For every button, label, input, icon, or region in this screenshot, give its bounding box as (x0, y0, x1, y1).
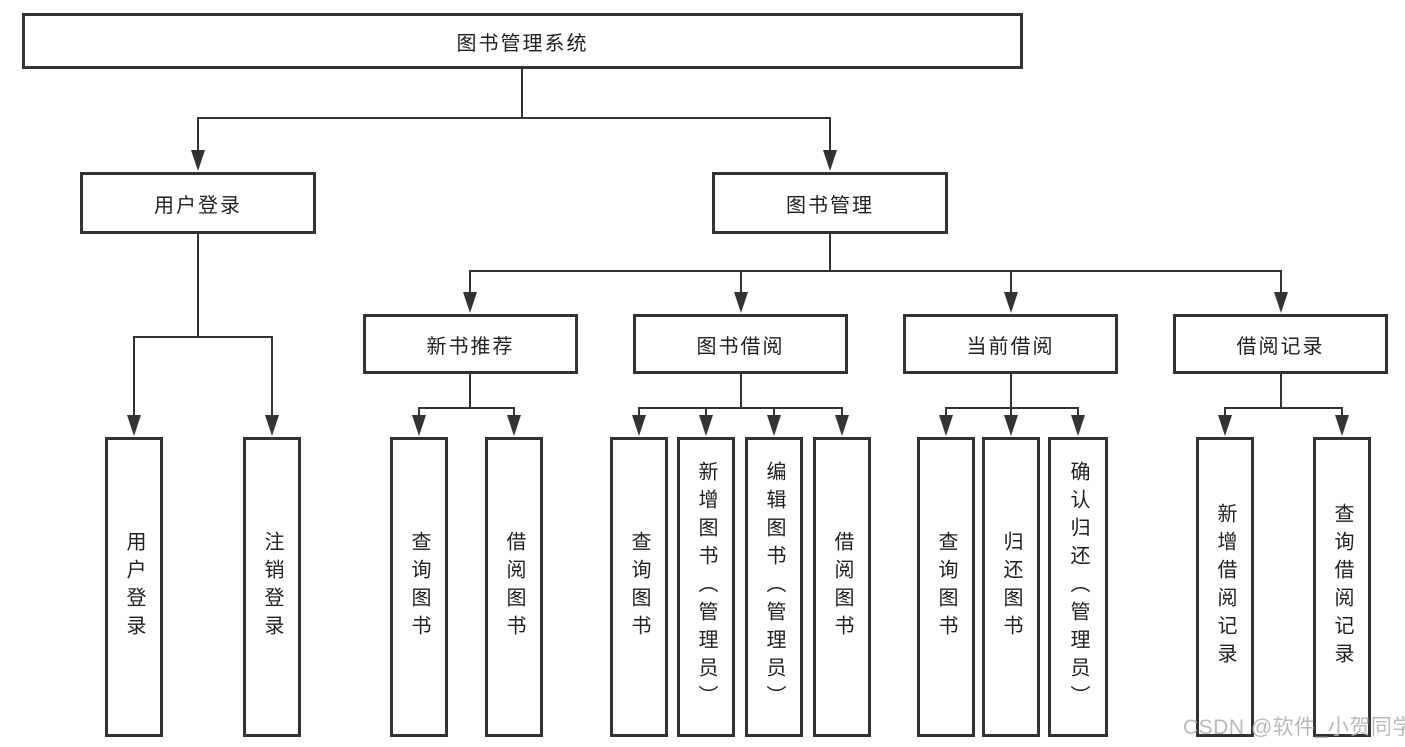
leaf-bb-borrow-book-label: 借阅图书 (831, 531, 853, 643)
node-root: 图书管理系统 (22, 13, 1023, 69)
leaf-cb-confirm-return-admin-label: 确认归还（管理员） (1067, 461, 1089, 713)
node-user-login-label: 用户登录 (154, 194, 242, 217)
leaf-bb-borrow-book: 借阅图书 (813, 437, 871, 737)
node-book-borrowing-label: 图书借阅 (696, 335, 785, 358)
leaf-br-add-record: 新增借阅记录 (1196, 437, 1254, 737)
leaf-nbr-query-book-label: 查询图书 (408, 531, 430, 643)
leaf-br-query-record: 查询借阅记录 (1313, 437, 1371, 737)
leaf-br-add-record-label: 新增借阅记录 (1214, 503, 1236, 671)
node-borrowing-records: 借阅记录 (1173, 314, 1388, 374)
leaf-cb-return-book: 归还图书 (982, 437, 1040, 737)
node-root-label: 图书管理系统 (456, 32, 589, 55)
leaf-nbr-borrow-book-label: 借阅图书 (503, 531, 525, 643)
node-current-borrowing: 当前借阅 (903, 314, 1118, 374)
leaf-nbr-borrow-book: 借阅图书 (485, 437, 543, 737)
leaf-cb-return-book-label: 归还图书 (1000, 531, 1022, 643)
csdn-watermark: CSDN @软件_小贺同学 (1183, 716, 1405, 739)
node-user-login: 用户登录 (80, 172, 316, 234)
node-new-book-recommendation-label: 新书推荐 (426, 335, 515, 358)
node-new-book-recommendation: 新书推荐 (363, 314, 578, 374)
leaf-bb-query-book: 查询图书 (610, 437, 668, 737)
node-book-borrowing: 图书借阅 (633, 314, 848, 374)
leaf-bb-query-book-label: 查询图书 (628, 531, 650, 643)
leaf-bb-edit-book-admin-label: 编辑图书（管理员） (763, 461, 785, 713)
leaf-user-login: 用户登录 (105, 437, 163, 737)
leaf-bb-add-book-admin-label: 新增图书（管理员） (695, 461, 717, 713)
leaf-bb-add-book-admin: 新增图书（管理员） (677, 437, 735, 737)
node-book-management: 图书管理 (712, 172, 948, 234)
leaf-logout-label: 注销登录 (261, 531, 283, 643)
leaf-cb-query-book-label: 查询图书 (935, 531, 957, 643)
node-current-borrowing-label: 当前借阅 (966, 335, 1055, 358)
leaf-logout: 注销登录 (243, 437, 301, 737)
leaf-nbr-query-book: 查询图书 (390, 437, 448, 737)
node-book-management-label: 图书管理 (786, 194, 874, 217)
leaf-cb-confirm-return-admin: 确认归还（管理员） (1048, 437, 1108, 737)
leaf-br-query-record-label: 查询借阅记录 (1331, 503, 1353, 671)
leaf-bb-edit-book-admin: 编辑图书（管理员） (745, 437, 803, 737)
node-borrowing-records-label: 借阅记录 (1236, 335, 1325, 358)
leaf-cb-query-book: 查询图书 (917, 437, 975, 737)
leaf-user-login-label: 用户登录 (123, 531, 145, 643)
